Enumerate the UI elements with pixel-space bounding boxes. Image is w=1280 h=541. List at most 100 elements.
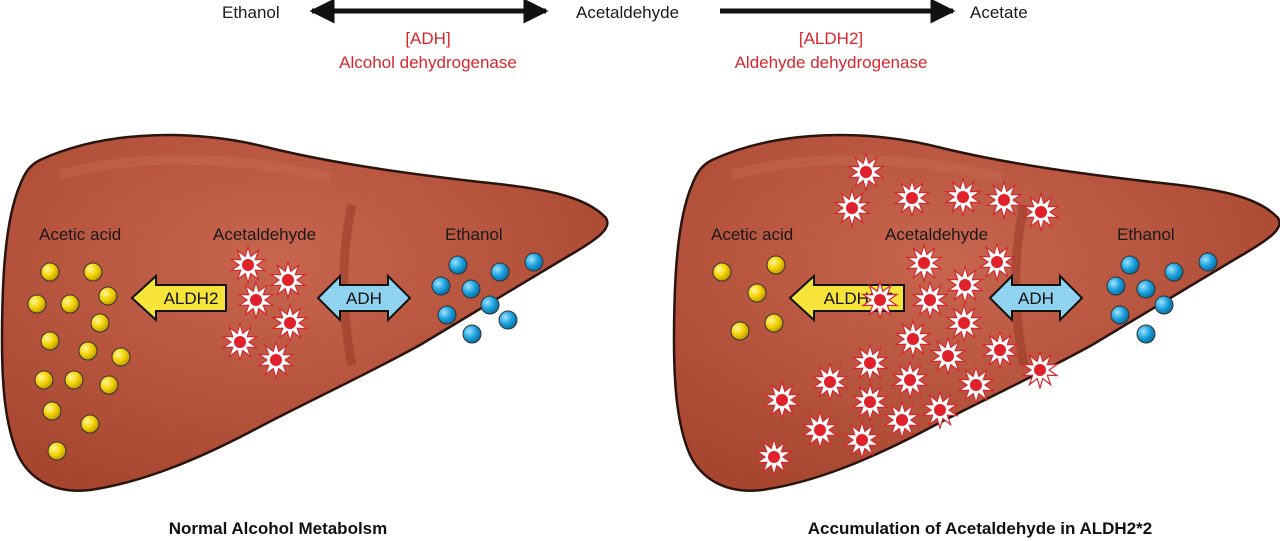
ethanol-molecule (1106, 276, 1126, 296)
acetaldehyde-molecule (860, 279, 900, 321)
acetaldehyde-molecule (893, 318, 933, 360)
acetic-acid-molecule (764, 313, 784, 333)
acetaldehyde-molecule (892, 177, 932, 219)
adh-arrow: ADH (316, 273, 412, 323)
ethanol-molecule (462, 324, 482, 344)
acetaldehyde-molecule (980, 329, 1020, 371)
liver-ligament (339, 204, 357, 366)
aldh2-arrow: ALDH2 (130, 273, 227, 323)
adh-arrow-label: ADH (1018, 289, 1054, 308)
acetic-acid-label: Acetic acid (39, 225, 121, 244)
liver-shape (672, 133, 1280, 492)
acetic-acid-molecule (766, 255, 786, 275)
acetic-acid-molecule (40, 331, 60, 351)
acetaldehyde-molecule (910, 279, 950, 321)
acetaldehyde-molecule (984, 179, 1024, 221)
acetaldehyde-molecule (945, 264, 985, 306)
acetaldehyde-molecule (810, 361, 850, 403)
acetaldehyde-molecule (956, 364, 996, 406)
acetic-acid-molecule (42, 401, 62, 421)
caption-normal: Normal Alcohol Metabolsm (169, 519, 388, 538)
acetaldehyde-molecule (1021, 191, 1061, 233)
acetaldehyde-molecule (882, 399, 922, 441)
ethanol-molecule (1154, 295, 1174, 315)
acetaldehyde-molecule (228, 244, 268, 286)
ethanol-label: Ethanol (445, 225, 503, 244)
ethanol-molecule (1136, 279, 1156, 299)
acetaldehyde-molecule (904, 242, 944, 284)
aldh-code: [ALDH2] (799, 29, 863, 48)
liver-shape (0, 133, 609, 492)
acetaldehyde-molecule (268, 259, 308, 301)
acetic-acid-molecule (712, 262, 732, 282)
ethanol-molecule (1136, 324, 1156, 344)
acetic-acid-molecule (111, 347, 131, 367)
ethanol-molecule (437, 305, 457, 325)
acetaldehyde-molecule (850, 381, 890, 423)
caption-aldh2-2: Accumulation of Acetaldehyde in ALDH2*2 (808, 519, 1152, 538)
pathway-acetate-label: Acetate (970, 3, 1028, 22)
acetaldehyde-molecule (850, 342, 890, 384)
acetaldehyde-molecule (800, 409, 840, 451)
acetaldehyde-molecule (832, 187, 872, 229)
acetaldehyde-molecule (236, 279, 276, 321)
acetaldehyde-molecule (890, 359, 930, 401)
ethanol-molecule (1110, 305, 1130, 325)
acetic-acid-molecule (98, 286, 118, 306)
molecules-normal (27, 244, 544, 461)
ethanol-molecule (461, 279, 481, 299)
liver-sheen (58, 155, 332, 183)
acetaldehyde-molecule (846, 151, 886, 193)
ethanol-molecule (1164, 262, 1184, 282)
acetaldehyde-molecule (944, 302, 984, 344)
pathway-acetaldehyde-label: Acetaldehyde (576, 3, 679, 22)
pathway-ethanol-label: Ethanol (222, 3, 280, 22)
acetic-acid-molecule (47, 441, 67, 461)
acetaldehyde-molecule (256, 339, 296, 381)
acetic-acid-molecule (60, 294, 80, 314)
acetaldehyde-molecule (1020, 349, 1060, 391)
acetaldehyde-molecule (842, 419, 882, 461)
acetic-acid-molecule (99, 375, 119, 395)
ethanol-molecule (1120, 255, 1140, 275)
aldh-name: Aldehyde dehydrogenase (735, 53, 928, 72)
pathway: Ethanol Acetaldehyde Acetate [ADH] Alcoh… (222, 0, 1028, 72)
acetaldehyde-molecule (762, 379, 802, 421)
acetaldehyde-molecule (754, 436, 794, 478)
acetic-acid-molecule (40, 262, 60, 282)
adh-name: Alcohol dehydrogenase (339, 53, 517, 72)
acetaldehyde-molecule (977, 241, 1017, 283)
ethanol-label: Ethanol (1117, 225, 1175, 244)
acetaldehyde-molecule (270, 302, 310, 344)
acetic-acid-molecule (747, 283, 767, 303)
acetaldehyde-molecule (943, 176, 983, 218)
acetaldehyde-molecule (928, 335, 968, 377)
acetic-acid-molecule (83, 262, 103, 282)
molecules-aldh2-2 (712, 151, 1218, 478)
acetic-acid-molecule (730, 321, 750, 341)
acetic-acid-molecule (78, 341, 98, 361)
ethanol-molecule (498, 310, 518, 330)
ethanol-molecule (1198, 252, 1218, 272)
acetic-acid-molecule (34, 370, 54, 390)
acetaldehyde-molecule (220, 321, 260, 363)
adh-code: [ADH] (405, 29, 450, 48)
ethanol-molecule (448, 255, 468, 275)
liver-aldh2-2: Acetic acid Acetaldehyde Ethanol ALDH2*2… (672, 133, 1280, 538)
liver-normal: Acetic acid Acetaldehyde Ethanol ALDH2 A… (0, 133, 609, 538)
acetaldehyde-label: Acetaldehyde (885, 225, 988, 244)
adh-arrow: ADH (988, 273, 1084, 323)
adh-arrow-label: ADH (346, 289, 382, 308)
ethanol-molecule (480, 295, 500, 315)
acetaldehyde-molecule (920, 389, 960, 431)
acetaldehyde-label: Acetaldehyde (213, 225, 316, 244)
acetic-acid-molecule (90, 313, 110, 333)
acetic-acid-label: Acetic acid (711, 225, 793, 244)
acetic-acid-molecule (27, 294, 47, 314)
ethanol-molecule (490, 262, 510, 282)
acetic-acid-molecule (80, 414, 100, 434)
acetic-acid-molecule (64, 370, 84, 390)
ethanol-molecule (431, 276, 451, 296)
ethanol-molecule (524, 252, 544, 272)
